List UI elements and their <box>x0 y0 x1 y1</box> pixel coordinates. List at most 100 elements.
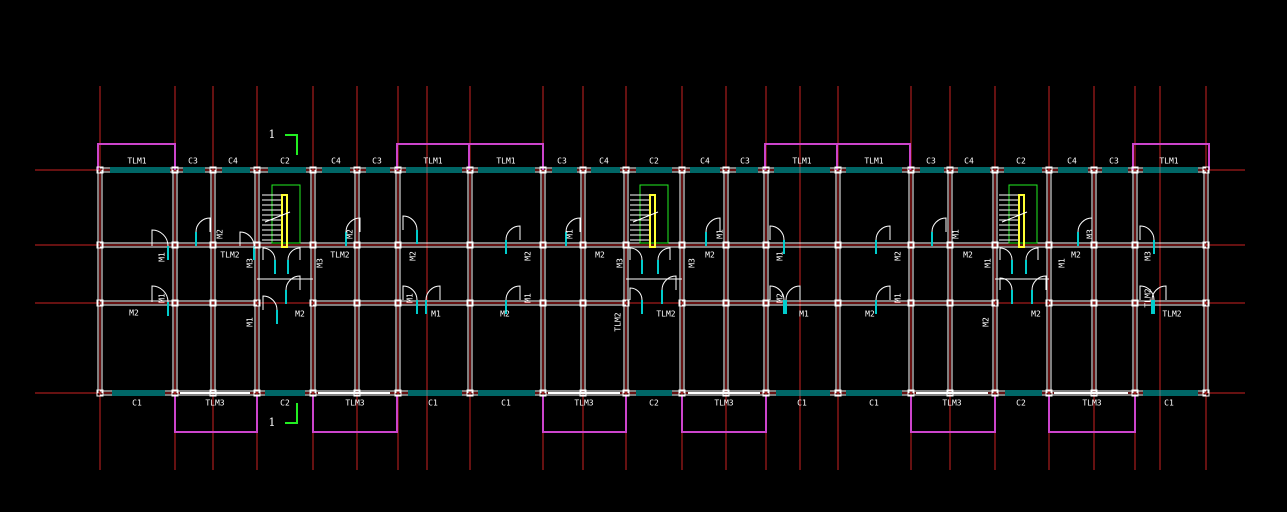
column <box>1090 299 1098 307</box>
column <box>253 166 261 174</box>
label-door: M2 <box>500 310 510 319</box>
column <box>1202 241 1210 249</box>
column <box>722 241 730 249</box>
label-top-opening: C4 <box>700 157 710 166</box>
door-swings <box>151 215 1167 324</box>
label-top-opening: C3 <box>188 157 198 166</box>
column <box>466 166 474 174</box>
door-swing <box>1025 247 1039 261</box>
column <box>722 166 730 174</box>
label-top-opening: C2 <box>649 157 659 166</box>
column <box>394 389 402 397</box>
column <box>678 166 686 174</box>
column <box>722 389 730 397</box>
column <box>762 166 770 174</box>
door-swing <box>769 285 785 301</box>
column <box>1045 166 1053 174</box>
label-door: M1 <box>566 229 575 239</box>
label-top-opening: TLM1 <box>496 157 515 166</box>
column <box>1131 241 1139 249</box>
column <box>1045 299 1053 307</box>
label-door: M3 <box>1144 251 1153 261</box>
column <box>678 389 686 397</box>
label-top-opening: TLM1 <box>1159 157 1178 166</box>
column <box>678 241 686 249</box>
column <box>946 389 954 397</box>
label-door: M1 <box>246 317 255 327</box>
column <box>762 389 770 397</box>
label-door: M2 <box>1071 251 1081 260</box>
columns <box>96 166 1210 397</box>
label-door: M1 <box>984 258 993 268</box>
column <box>539 166 547 174</box>
door-swing <box>151 285 169 303</box>
column <box>907 299 915 307</box>
label-top-opening: TLM1 <box>792 157 811 166</box>
label-top-opening: C4 <box>599 157 609 166</box>
column <box>539 241 547 249</box>
label-door: M2 <box>982 317 991 327</box>
door-swing <box>565 217 581 233</box>
walls <box>97 167 1209 396</box>
column <box>907 389 915 397</box>
label-door: M2 <box>409 251 418 261</box>
door-swing <box>629 287 643 301</box>
label-door: M1 <box>431 310 441 319</box>
column <box>991 389 999 397</box>
column <box>946 241 954 249</box>
section-mark-number: 1 <box>269 416 276 429</box>
door-swing <box>999 277 1013 291</box>
balcony-top <box>97 143 176 170</box>
label-bottom-opening: C1 <box>132 399 142 408</box>
column <box>96 299 104 307</box>
label-door: M2 <box>295 310 305 319</box>
label-top-opening: C2 <box>1016 157 1026 166</box>
column <box>1202 389 1210 397</box>
section-marks: 11 <box>269 128 298 429</box>
label-door: TLM2 <box>614 312 623 331</box>
label-door: M1 <box>894 293 903 303</box>
column <box>1090 389 1098 397</box>
column <box>1131 299 1139 307</box>
column <box>171 166 179 174</box>
label-door: TLM2 <box>656 310 675 319</box>
balcony-bottom <box>1048 395 1136 433</box>
balcony-top <box>836 143 911 170</box>
door-swing <box>999 247 1013 261</box>
label-bottom-opening: C1 <box>797 399 807 408</box>
column <box>991 166 999 174</box>
door-swing <box>875 225 891 241</box>
label-door: M2 <box>524 251 533 261</box>
label-door: M1 <box>776 251 785 261</box>
door-swing <box>285 275 301 291</box>
door-swing <box>931 217 947 233</box>
column <box>466 299 474 307</box>
door-swing <box>505 225 521 241</box>
label-bottom-opening: C1 <box>1164 399 1174 408</box>
door-swing <box>1151 285 1167 301</box>
door-swing <box>195 217 211 233</box>
stair-break-line <box>1001 211 1028 223</box>
label-door: M1 <box>406 293 415 303</box>
label-top-opening: C4 <box>228 157 238 166</box>
label-door: M2 <box>595 251 605 260</box>
label-bottom-opening: TLM3 <box>714 399 733 408</box>
label-door: M2 <box>705 251 715 260</box>
label-bottom-opening: TLM3 <box>1082 399 1101 408</box>
door-swing <box>1139 285 1155 301</box>
column <box>353 299 361 307</box>
stair-break-line <box>632 211 659 223</box>
label-bottom-opening: C1 <box>501 399 511 408</box>
door-swing <box>262 295 278 311</box>
label-door: TLM2 <box>220 251 239 260</box>
label-top-opening: C4 <box>331 157 341 166</box>
column <box>539 389 547 397</box>
column <box>1131 166 1139 174</box>
column <box>394 166 402 174</box>
column <box>353 166 361 174</box>
door-swing <box>287 247 301 261</box>
door-swing <box>151 229 169 247</box>
section-mark-arrow <box>285 403 298 424</box>
